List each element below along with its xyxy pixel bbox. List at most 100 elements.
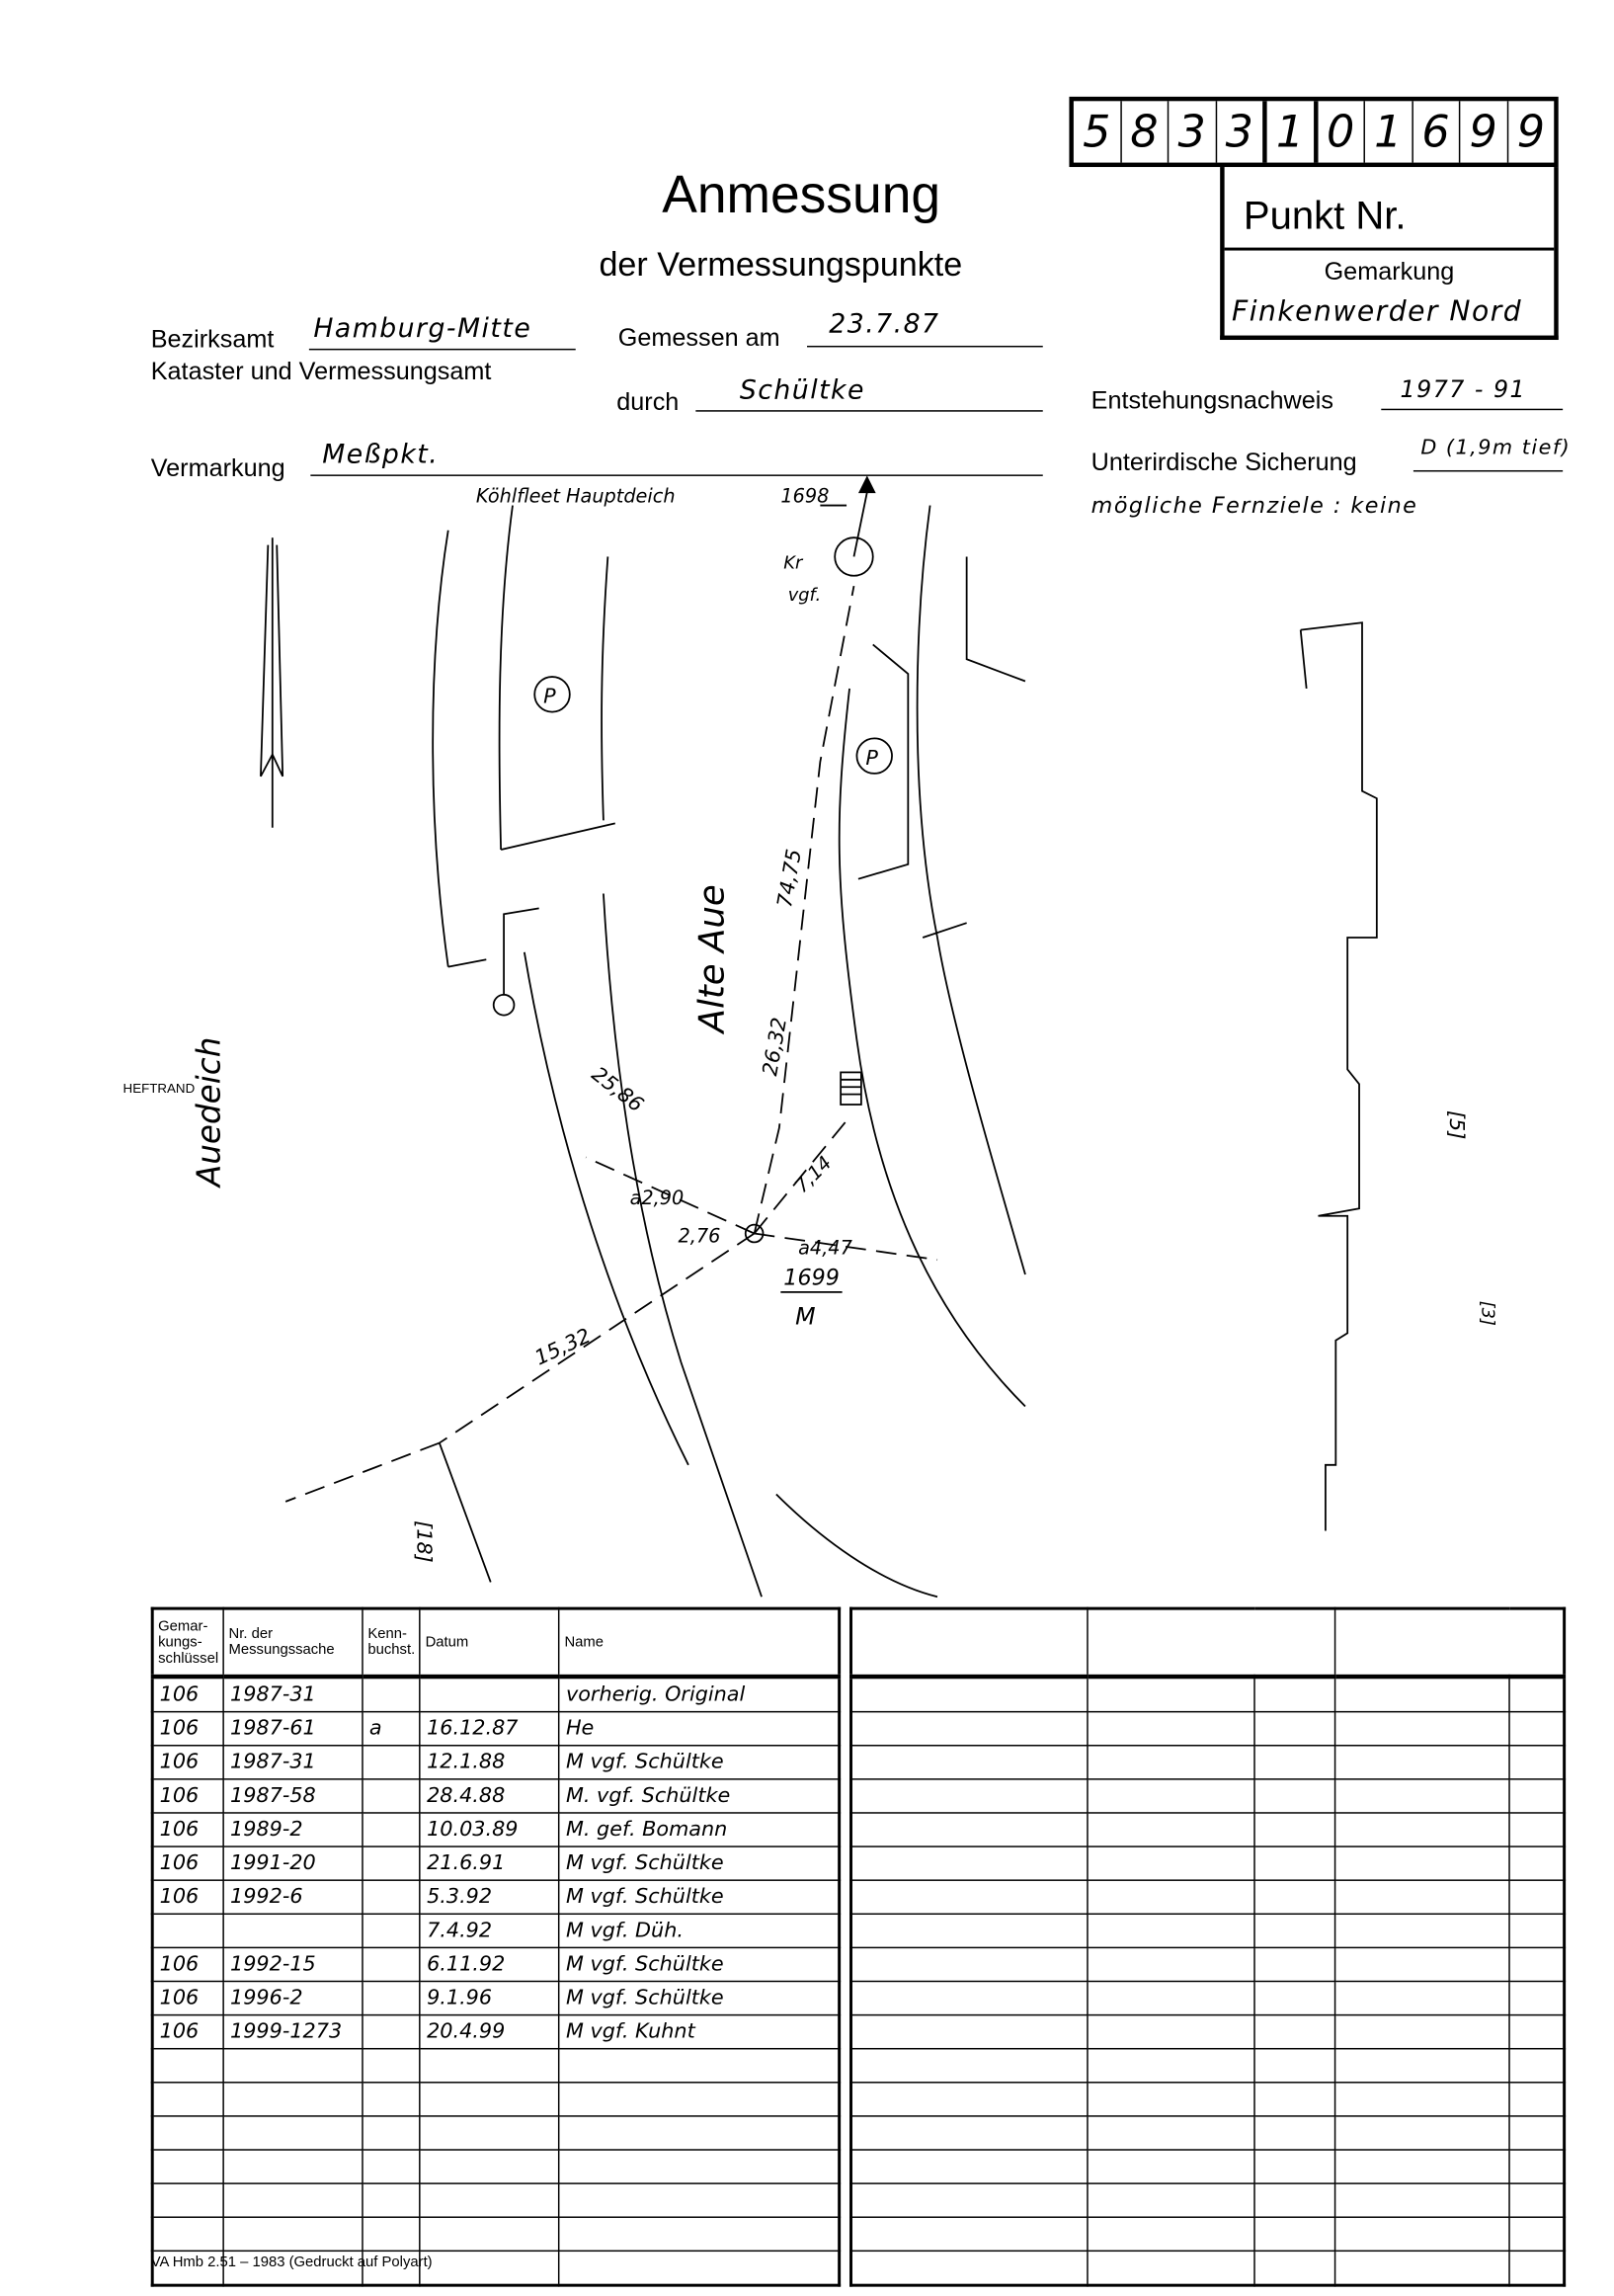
bezirksamt-label: Bezirksamt — [150, 325, 275, 354]
table-cell — [1333, 2149, 1510, 2184]
digit: 3 — [1169, 101, 1217, 163]
table-cell — [1508, 2013, 1566, 2050]
table-row — [849, 1845, 1566, 1881]
table-cell — [1333, 1676, 1510, 1713]
parking-circle — [855, 737, 893, 775]
table-cell — [419, 2149, 561, 2184]
entstehung-value: 1977 - 91 — [1400, 374, 1527, 403]
table-cell — [419, 2182, 561, 2218]
table-cell — [1508, 1778, 1566, 1814]
table-cell — [362, 1745, 422, 1780]
table-cell — [1508, 1676, 1566, 1713]
table-cell — [849, 2216, 1089, 2253]
table-row — [849, 2115, 1566, 2151]
table-cell — [151, 2082, 225, 2117]
table-cell — [849, 1879, 1089, 1916]
digit: 5 — [1074, 101, 1122, 163]
table-cell — [362, 1778, 422, 1814]
table-cell — [1508, 2182, 1566, 2218]
table-cell: M vgf. Schültke — [558, 1879, 841, 1916]
table-row — [151, 2250, 841, 2286]
table-cell — [558, 2115, 841, 2151]
bezirksamt-value: Hamburg-Mitte — [313, 313, 532, 345]
table-cell — [419, 2047, 561, 2084]
survey-point-marker — [744, 1223, 765, 1244]
table-row — [849, 2149, 1566, 2184]
table-cell: M vgf. Schültke — [558, 1745, 841, 1780]
sicherung-label: Unterirdische Sicherung — [1090, 448, 1357, 476]
table-row — [849, 2250, 1566, 2286]
table-cell — [151, 2115, 225, 2151]
table-cell: 106 — [151, 1676, 225, 1713]
building-marker — [840, 1071, 862, 1106]
table-cell: M. gef. Bomann — [558, 1812, 841, 1847]
kr-label: Kr — [783, 552, 804, 573]
table-cell: 106 — [151, 1778, 225, 1814]
table-cell — [1087, 1745, 1255, 1780]
table-cell — [1333, 1879, 1510, 1916]
table-cell: 1999-1273 — [222, 2013, 363, 2050]
table-cell — [849, 2149, 1089, 2184]
table-cell — [222, 2250, 363, 2286]
table-row — [849, 1879, 1566, 1916]
table-cell — [1087, 2182, 1255, 2218]
kr-marker — [834, 536, 874, 577]
table-row — [849, 1946, 1566, 1983]
table-cell: 1987-31 — [222, 1745, 363, 1780]
table-cell — [558, 2216, 841, 2253]
table-cell: 6.11.92 — [419, 1946, 561, 1983]
table-cell — [1087, 2250, 1255, 2286]
col-header-empty — [1087, 1607, 1336, 1680]
table-cell — [362, 2047, 422, 2084]
table-cell — [558, 2250, 841, 2286]
distance-label: 7,14 — [790, 1151, 837, 1197]
table-row — [849, 1812, 1566, 1847]
table-cell: 20.4.99 — [419, 2013, 561, 2050]
table-cell — [419, 1676, 561, 1713]
table-cell — [222, 2216, 363, 2253]
house-number: [18] — [413, 1520, 437, 1563]
point-label: 1699 — [783, 1265, 840, 1290]
table-cell: M vgf. Schültke — [558, 1946, 841, 1983]
table-cell — [849, 1778, 1089, 1814]
table-cell: 106 — [151, 1745, 225, 1780]
distance-label: 15,32 — [531, 1324, 595, 1370]
table-cell — [151, 2047, 225, 2084]
table-cell — [1087, 1710, 1255, 1747]
vgf-label: vgf. — [788, 585, 821, 606]
table-cell — [1333, 2216, 1510, 2253]
table-cell — [1508, 1710, 1566, 1747]
table-cell — [849, 2082, 1089, 2117]
table-cell — [1253, 1676, 1336, 1713]
table-cell — [849, 1745, 1089, 1780]
table-cell: 106 — [151, 1845, 225, 1881]
table-cell — [1508, 2047, 1566, 2084]
table-cell: 106 — [151, 1710, 225, 1747]
distance-label: a2,90 — [630, 1187, 685, 1209]
col-header: Kenn-buchst. — [362, 1607, 422, 1680]
table-cell — [1253, 1980, 1336, 2016]
table-cell — [222, 1913, 363, 1949]
table-row — [151, 2047, 841, 2084]
table-cell — [419, 2115, 561, 2151]
col-header: Nr. der Messungssache — [222, 1607, 363, 1680]
table-cell — [1508, 2149, 1566, 2184]
table-row — [151, 2082, 841, 2117]
table-cell — [849, 1913, 1089, 1949]
table-cell — [362, 1845, 422, 1881]
table-cell: 106 — [151, 2013, 225, 2050]
table-cell — [1333, 1778, 1510, 1814]
distance-label: 74,75 — [772, 848, 806, 910]
table-cell — [362, 1676, 422, 1713]
table-cell: 106 — [151, 1980, 225, 2016]
table-cell — [1253, 1812, 1336, 1847]
table-cell — [1508, 2082, 1566, 2117]
table-cell — [1508, 1745, 1566, 1780]
table-cell: M vgf. Düh. — [558, 1913, 841, 1949]
table-cell — [1253, 2115, 1336, 2151]
form-title: Anmessung — [662, 164, 941, 224]
house-number: [5] — [1445, 1110, 1469, 1139]
